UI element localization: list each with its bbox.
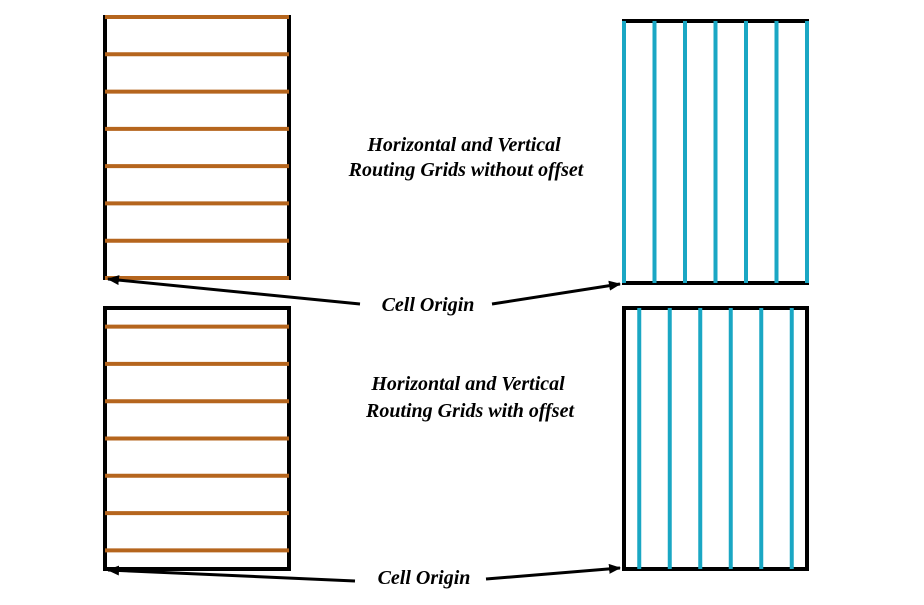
top-origin-arrow-left [107, 275, 361, 306]
top-cell-origin-label: Cell Origin [382, 294, 475, 316]
bottom-cell-origin-label: Cell Origin [378, 567, 471, 589]
bottom-right-cell-border [622, 306, 809, 571]
top-vertical-grid-lines [622, 21, 809, 283]
bottom-caption-line2: Routing Grids with offset [365, 400, 575, 422]
top-origin-arrow-right [491, 280, 621, 306]
bottom-horizontal-grid-lines [105, 324, 289, 553]
top-caption-line2: Routing Grids without offset [348, 159, 585, 181]
bottom-origin-arrow-left [107, 565, 356, 583]
bottom-left-cell [103, 306, 291, 571]
bottom-right-cell [622, 306, 809, 571]
bottom-vertical-grid-lines [637, 308, 794, 569]
top-horizontal-grid-lines [105, 15, 289, 280]
top-caption-line1: Horizontal and Vertical [366, 134, 561, 156]
top-right-cell [622, 19, 809, 285]
bottom-caption-line1: Horizontal and Vertical [370, 373, 565, 395]
bottom-origin-arrow-right [485, 563, 621, 581]
top-left-cell [103, 15, 291, 280]
